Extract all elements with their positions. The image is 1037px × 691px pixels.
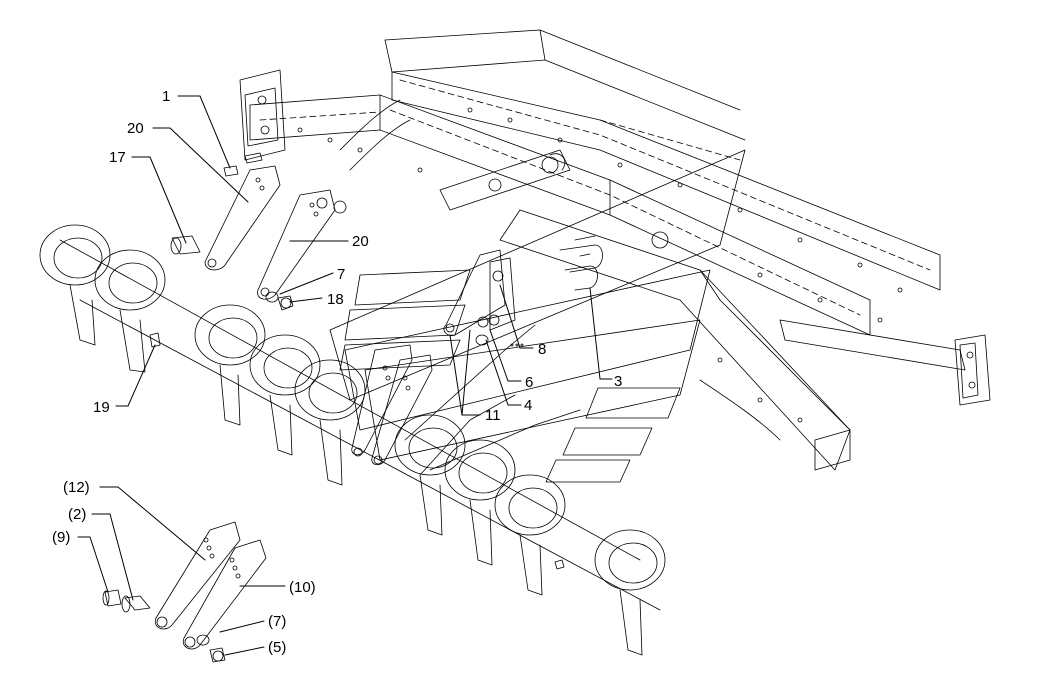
bracket-set-centre — [351, 235, 603, 466]
callout-1: 1 — [162, 88, 170, 105]
callout-8: 8 — [538, 341, 546, 358]
callout-5-optional: (5) — [268, 639, 286, 656]
scraper-tines — [69, 284, 643, 656]
callout-7-optional: (7) — [268, 613, 286, 630]
main-frame — [239, 29, 991, 471]
parts-boxes — [545, 387, 681, 483]
callout-2-optional: (2) — [68, 506, 86, 523]
bracket-set-upper-left — [149, 152, 347, 348]
callout-20: 20 — [352, 233, 369, 250]
bracket-set-lower-left — [102, 521, 267, 663]
callout-3: 3 — [614, 373, 622, 390]
callout-6: 6 — [525, 374, 533, 391]
explode-guides — [329, 149, 746, 476]
callout-12-optional: (12) — [63, 479, 90, 496]
callout-4: 4 — [524, 397, 532, 414]
callout-20: 20 — [127, 120, 144, 137]
callout-11: 11 — [485, 407, 501, 424]
callout-9-optional: (9) — [52, 529, 70, 546]
callout-19: 19 — [93, 399, 110, 416]
leader-lines — [77, 95, 613, 656]
callout-17: 17 — [109, 149, 126, 166]
roller-assembly — [39, 224, 666, 656]
callout-labels: 1 20 17 20 7 18 19 8 6 3 4 11 (12) (2) (… — [52, 88, 622, 656]
callout-18: 18 — [327, 291, 344, 308]
roller-rings — [39, 224, 666, 591]
callout-7: 7 — [337, 266, 345, 283]
callout-10-optional: (10) — [289, 579, 316, 596]
